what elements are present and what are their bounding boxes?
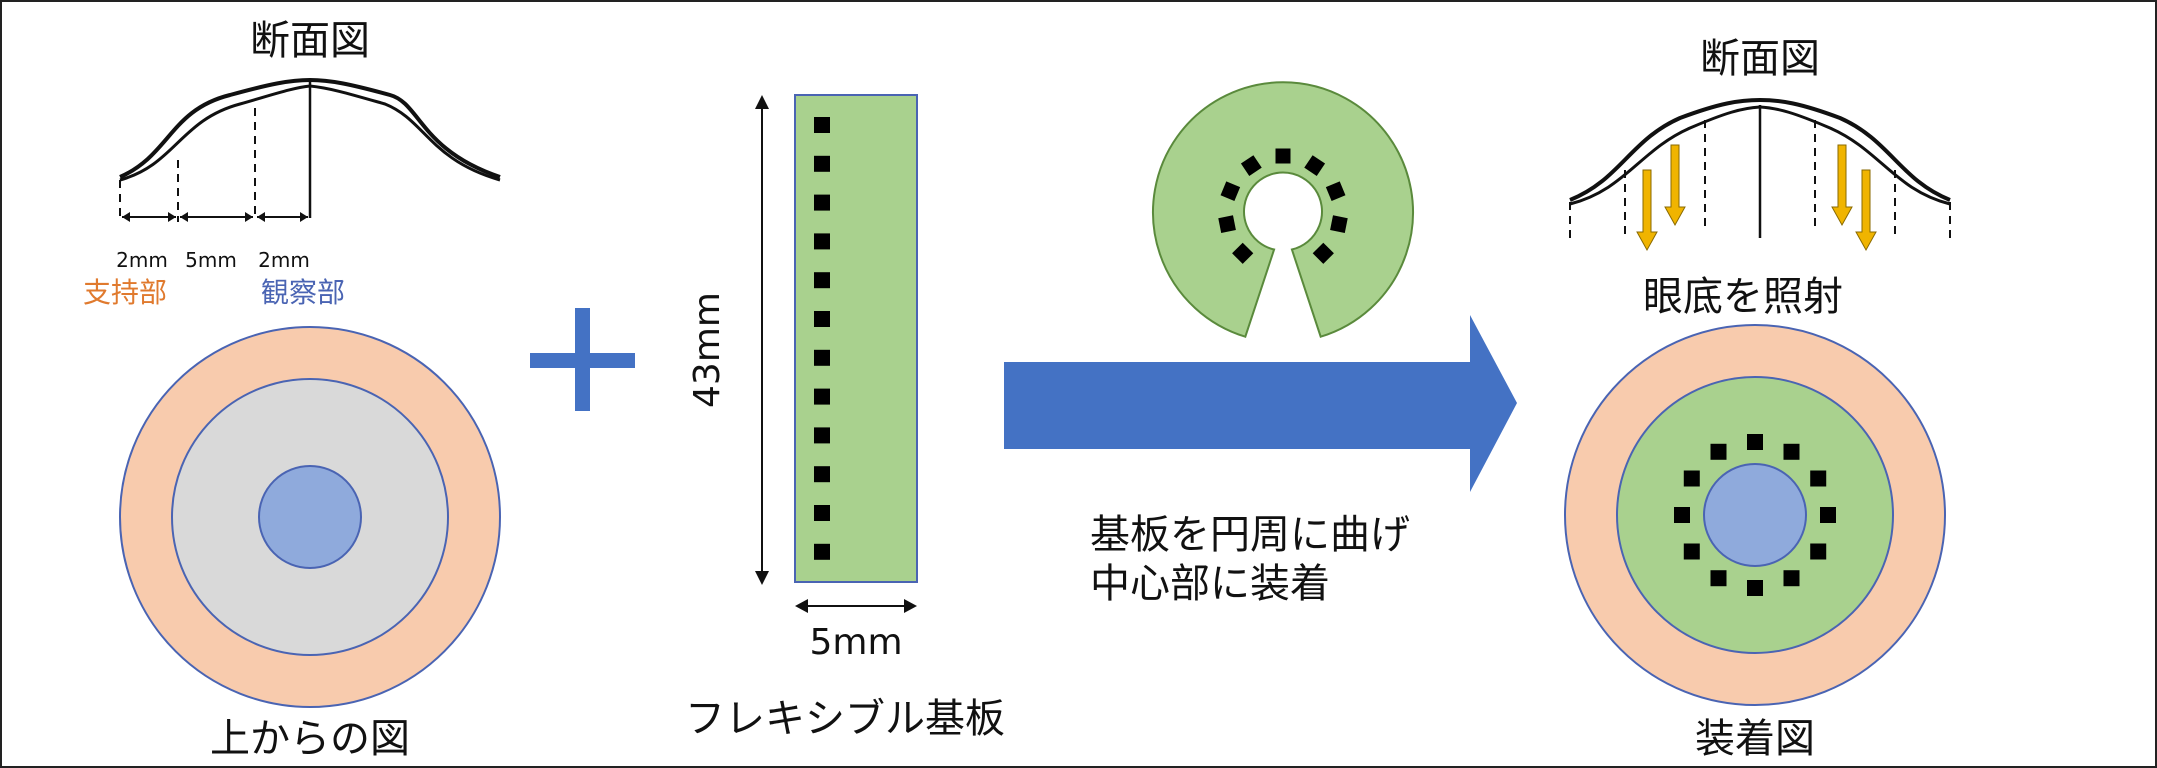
bend-instruction-line1: 基板を円周に曲げ: [1090, 512, 1410, 558]
led-chip: [814, 543, 830, 560]
bend-instruction-line2: 中心部に装着: [1090, 561, 1330, 607]
c-shape-board: [1152, 81, 1414, 338]
observation-part-label: 観察部: [261, 276, 345, 309]
led-chip: [814, 311, 830, 327]
led-chip: [1820, 507, 1836, 523]
lens-outer-curve: [1569, 97, 1951, 202]
led-chip: [1325, 181, 1346, 201]
cross-section-title-left: 断面図: [250, 18, 370, 64]
irradiate-label: 眼底を照射: [1643, 274, 1843, 320]
led-chip: [1683, 543, 1700, 560]
led-chip: [814, 272, 830, 289]
light-arrow-icon: [1855, 169, 1877, 252]
led-chip: [1220, 181, 1241, 201]
light-beams: [1636, 144, 1877, 252]
plus-sign: [530, 308, 635, 411]
led-chip: [1783, 570, 1800, 587]
led-chip: [1747, 434, 1763, 450]
lens-outer-curve: [119, 77, 501, 179]
led-chip: [814, 194, 830, 211]
led-chip: [814, 155, 830, 172]
process-arrow: [1004, 315, 1517, 492]
led-chip: [1674, 507, 1690, 523]
dim-label-b: 5mm: [185, 248, 237, 272]
flexible-board: [794, 94, 918, 583]
flexible-board-label: フレキシブル基板: [685, 696, 1005, 742]
cross-section-title-right: 断面図: [1700, 36, 1820, 82]
led-chip: [814, 427, 830, 444]
led-chip: [814, 505, 830, 521]
led-chip: [1783, 443, 1800, 460]
lens-cross-section-right: [1569, 97, 1951, 238]
led-chip: [1218, 215, 1236, 233]
led-chip: [1275, 148, 1291, 164]
dim-arrowhead: [180, 212, 253, 222]
width-arrowhead: [795, 599, 917, 613]
width-dimension: [795, 599, 917, 613]
led-chip: [814, 117, 830, 133]
led-chip: [1710, 570, 1727, 587]
bent-board: [1152, 81, 1414, 338]
length-label: 43mm: [687, 292, 728, 408]
led-chip: [1304, 155, 1326, 177]
center-circle: [1703, 463, 1807, 567]
light-arrow-icon: [1664, 144, 1686, 227]
width-label: 5mm: [809, 622, 902, 663]
dim-label-a: 2mm: [116, 248, 168, 272]
led-chip: [1747, 580, 1763, 596]
light-arrow-icon: [1636, 169, 1658, 252]
lens-top-view: [119, 326, 501, 708]
led-chip: [1240, 155, 1262, 177]
dim-label-c: 2mm: [258, 248, 310, 272]
led-chip: [814, 349, 830, 366]
led-chip: [814, 388, 830, 405]
led-chip: [814, 466, 830, 483]
support-part-label: 支持部: [83, 276, 167, 309]
led-chip: [814, 233, 830, 250]
mounted-view-label: 装着図: [1695, 716, 1815, 762]
board-led-column: [814, 117, 830, 560]
center-circle: [258, 465, 362, 569]
led-chip: [1710, 443, 1727, 460]
led-chip: [1683, 470, 1700, 487]
light-arrow-icon: [1831, 144, 1853, 227]
top-view-label: 上からの図: [210, 716, 410, 762]
led-chip: [1810, 470, 1827, 487]
led-chip: [1810, 543, 1827, 560]
led-chip: [1330, 215, 1348, 233]
mounted-top-view: [1564, 324, 1946, 706]
lens-cross-section-left: [119, 77, 501, 222]
ring-led-group: [1674, 434, 1836, 596]
plus-vertical: [575, 308, 590, 411]
length-dimension: [755, 95, 769, 585]
